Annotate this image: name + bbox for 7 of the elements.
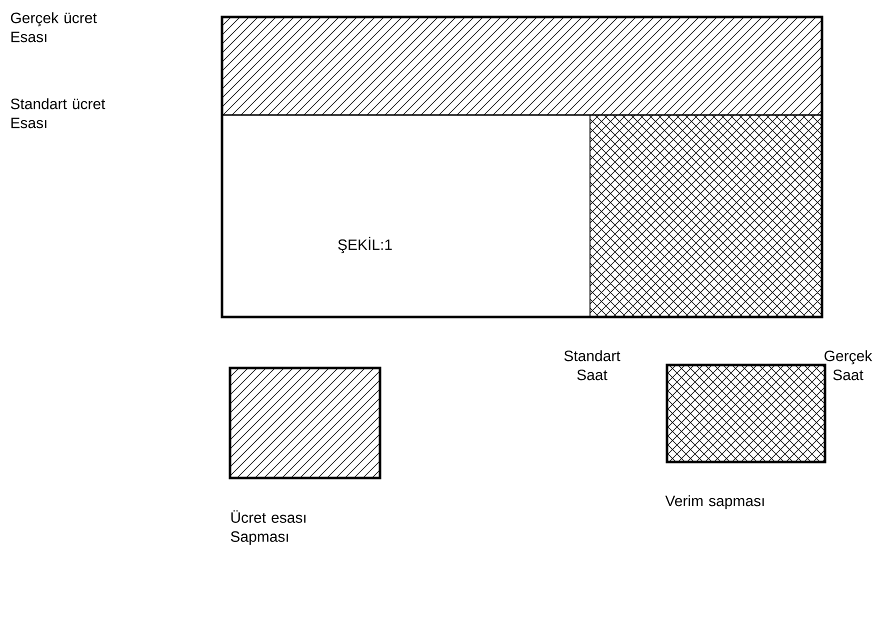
figure-label: ŞEKİL:1 bbox=[338, 236, 392, 254]
legend-label: Verim sapması bbox=[665, 495, 764, 510]
legend-label: Ücret esası Sapması bbox=[230, 510, 306, 545]
axis-label: Gerçek ücret Esası bbox=[10, 12, 97, 42]
axis-label: Gerçek Saat bbox=[824, 350, 872, 380]
axis-label: Standart ücret Esası bbox=[10, 98, 106, 128]
axis-label: Standart Saat bbox=[564, 350, 620, 380]
